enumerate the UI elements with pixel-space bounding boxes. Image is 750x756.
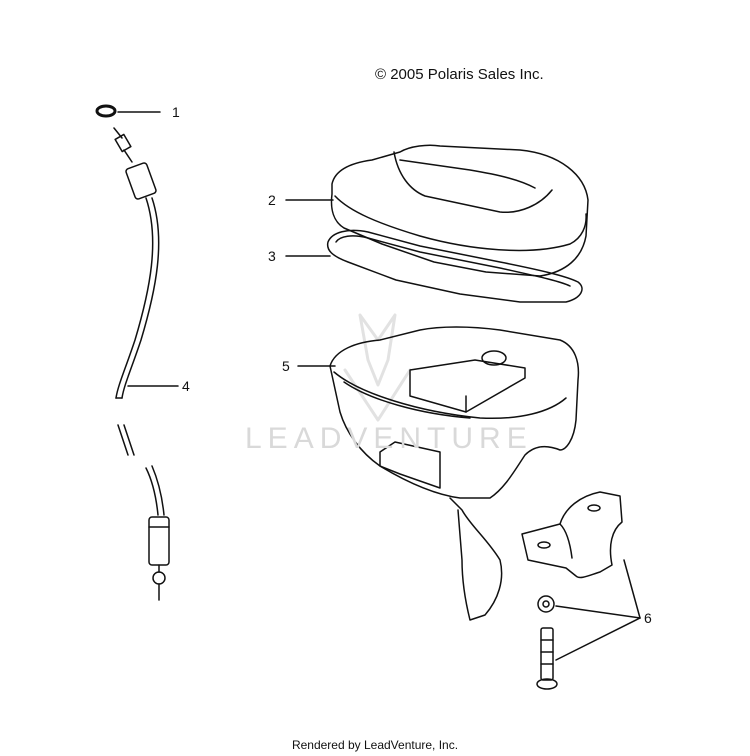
callout-2: 2: [268, 192, 276, 208]
part-6-washer: [537, 595, 555, 613]
callout-5: 5: [282, 358, 290, 374]
part-2-cover: [330, 144, 589, 277]
callout-1: 1: [172, 104, 180, 120]
part-5-housing: [329, 326, 580, 621]
part-1-o-ring: [95, 104, 117, 118]
part-3-gasket: [326, 229, 583, 303]
footer-credit: Rendered by LeadVenture, Inc.: [291, 738, 459, 752]
part-4-cable: [113, 127, 170, 601]
leader-lines-6: [555, 559, 641, 661]
copyright-text: © 2005 Polaris Sales Inc.: [375, 66, 544, 83]
callout-6: 6: [644, 610, 652, 626]
callout-4: 4: [182, 378, 190, 394]
watermark-logo: [343, 313, 412, 422]
callout-3: 3: [268, 248, 276, 264]
part-6-screw: [536, 627, 558, 690]
watermark-text: LEADVENTURE: [245, 422, 533, 455]
part-6-clamp: [521, 491, 623, 579]
